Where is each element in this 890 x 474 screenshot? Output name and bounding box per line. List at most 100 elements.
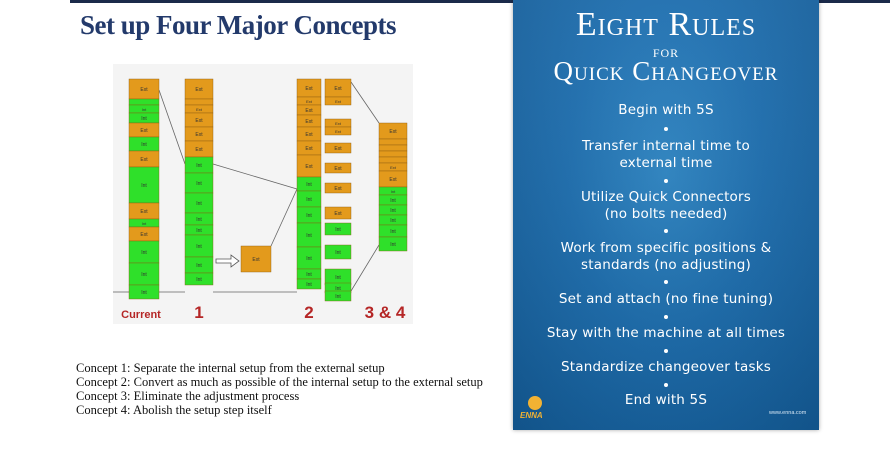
block-label: Ext [389, 177, 397, 183]
diagram-labels: Current 1 2 3 & 4 [121, 303, 406, 322]
block-label: Ext [334, 211, 342, 217]
rule-5: Set and attach (no fine tuning) [558, 291, 774, 307]
ext-block [378, 138, 408, 146]
block-label: Int [196, 228, 202, 234]
column-label: Current [121, 309, 161, 321]
ext-block [240, 245, 272, 273]
block-label: Ext [140, 157, 148, 163]
block-label: Ext [140, 209, 148, 215]
block-label: Ext [195, 87, 203, 93]
block-label: Ext [334, 146, 342, 152]
block-label: Int [142, 107, 147, 112]
block-label: Int [196, 201, 202, 207]
rule-6: Stay with the machine at all times [546, 325, 786, 341]
block-label: Int [306, 282, 312, 288]
connector-line [350, 81, 380, 124]
block-label: Int [306, 256, 312, 262]
block-label: Ext [390, 165, 397, 170]
connector-lines [113, 81, 380, 293]
int-block [296, 278, 322, 290]
block-label: Ext [335, 129, 342, 134]
block-label: Int [390, 242, 396, 248]
block-label: Int [141, 250, 147, 256]
block-label: Ext [195, 147, 203, 153]
rule-3: Utilize Quick Connectors (no bolts neede… [580, 189, 752, 222]
block-label: Int [141, 272, 147, 278]
int-block [128, 98, 160, 106]
block-label: Int [196, 263, 202, 269]
concept-2: Concept 2: Convert as much as possible o… [76, 375, 483, 389]
block-label: Int [391, 189, 396, 194]
concept-1: Concept 1: Separate the internal setup f… [76, 361, 385, 375]
block-label: Ext [305, 164, 313, 170]
block-label: Ext [195, 118, 203, 124]
ext-block [324, 142, 352, 154]
column-label: 2 [304, 303, 313, 322]
ext-block [378, 156, 408, 164]
block-label: Int [390, 208, 396, 214]
block-label: Int [196, 217, 202, 223]
concept-4: Concept 4: Abolish the setup step itself [76, 403, 272, 417]
block-label: Ext [305, 146, 313, 152]
bullet-dot [664, 127, 668, 131]
arrow-icon [215, 254, 240, 268]
column-label: 3 & 4 [365, 303, 406, 322]
int-block [378, 236, 408, 252]
bullet-dot [664, 383, 668, 387]
block-label: Int [306, 213, 312, 219]
block-label: Ext [305, 132, 313, 138]
block-label: Int [142, 221, 147, 226]
block-label: Int [196, 181, 202, 187]
block-label: Ext [305, 86, 313, 92]
connector-line [350, 244, 380, 292]
rule-7: Standardize changeover tasks [561, 359, 771, 375]
block-label: Ext [252, 257, 260, 263]
block-label: Int [141, 183, 147, 189]
ext-block [324, 206, 352, 220]
rule-4: Work from specific positions & standards… [560, 240, 772, 273]
ext-block [378, 150, 408, 158]
bullet-dot [664, 315, 668, 319]
bullet-dot [664, 349, 668, 353]
ext-block [324, 182, 352, 194]
int-block [128, 166, 160, 204]
block-label: Ext [305, 108, 313, 114]
bullet-dot [664, 280, 668, 284]
enna-sun-icon [528, 396, 542, 410]
ext-block [324, 162, 352, 174]
block-label: Int [335, 275, 341, 281]
enna-logo: ENNA [520, 411, 543, 420]
block-label: Ext [140, 232, 148, 238]
rule-1: Begin with 5S [618, 102, 714, 118]
poster-title-line1: Eight Rules [575, 6, 757, 43]
block-label: Ext [196, 107, 203, 112]
rule-8: End with 5S [624, 392, 708, 408]
int-block [324, 290, 352, 302]
poster-title-line3: Quick Changeover [553, 56, 779, 86]
block-label: Int [335, 286, 341, 292]
block-label: Ext [334, 186, 342, 192]
block-label: Int [306, 182, 312, 188]
block-label: Ext [335, 99, 342, 104]
block-label: Int [335, 250, 341, 256]
diagram-blocks: ExtIntIntExtIntExtIntExtIntExtIntIntIntE… [128, 78, 408, 302]
block-label: Ext [306, 99, 313, 104]
int-block [128, 284, 160, 300]
block-label: Int [306, 197, 312, 203]
connector-line [158, 89, 186, 165]
block-label: Ext [389, 129, 397, 135]
block-label: Int [196, 244, 202, 250]
int-block [324, 244, 352, 260]
connector-line [212, 163, 298, 190]
column-label: 1 [194, 303, 203, 322]
block-label: Int [196, 277, 202, 283]
ext-block [184, 98, 214, 106]
block-label: Ext [140, 128, 148, 134]
bullet-dot [664, 229, 668, 233]
block-label: Int [390, 229, 396, 235]
block-label: Int [390, 218, 396, 224]
int-block [184, 272, 214, 286]
connector-line [270, 188, 298, 247]
concept-3: Concept 3: Eliminate the adjustment proc… [76, 389, 300, 403]
ext-block [378, 144, 408, 152]
